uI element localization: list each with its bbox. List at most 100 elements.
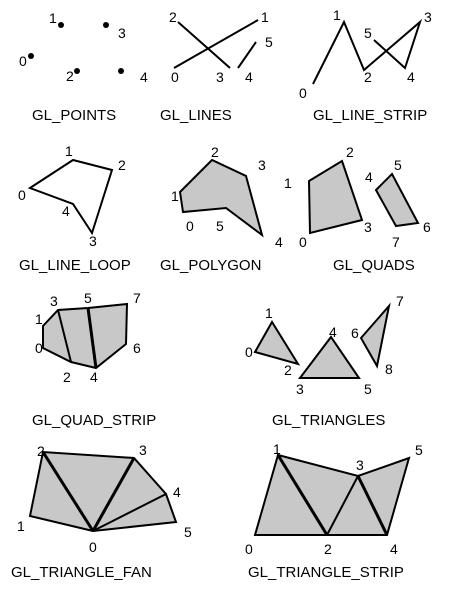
vertex-label: 2 bbox=[66, 68, 74, 84]
vertex-label: 1 bbox=[35, 311, 43, 327]
vertex-label: 3 bbox=[139, 442, 147, 458]
vertex-label: 4 bbox=[62, 203, 70, 219]
vertex-label: 4 bbox=[329, 324, 337, 340]
vertex-label: 0 bbox=[35, 340, 43, 356]
vertex-label: 0 bbox=[171, 69, 179, 85]
vertex-label: 1 bbox=[333, 7, 341, 23]
panel-caption: GL_TRIANGLES bbox=[272, 412, 385, 429]
vertex-label: 6 bbox=[133, 340, 141, 356]
vertex-label: 1 bbox=[17, 518, 25, 534]
vertex-label: 6 bbox=[423, 219, 431, 235]
panel-caption: GL_LINE_STRIP bbox=[313, 107, 427, 124]
vertex-label: 2 bbox=[63, 369, 71, 385]
line-segment-2-3 bbox=[177, 21, 231, 69]
point-vertex-2 bbox=[74, 68, 80, 74]
vertex-label: 5 bbox=[265, 34, 273, 50]
vertex-label: 4 bbox=[173, 484, 181, 500]
vertex-label: 5 bbox=[394, 157, 402, 173]
panel-line-loop: 0 1 2 3 4 GL_LINE_LOOP bbox=[18, 143, 131, 274]
panel-triangle-fan: 0 1 2 3 4 5 GL_TRIANGLE_FAN bbox=[11, 442, 192, 581]
vertex-label: 3 bbox=[364, 219, 372, 235]
vertex-label: 0 bbox=[89, 539, 97, 555]
quad-strip-outline bbox=[42, 302, 129, 370]
vertex-label: 1 bbox=[65, 143, 73, 159]
line-segment-4-5 bbox=[237, 41, 257, 69]
panel-triangle-strip: 0 1 2 3 4 5 GL_TRIANGLE_STRIP bbox=[245, 441, 423, 581]
vertex-label: 2 bbox=[211, 144, 219, 160]
quad-0 bbox=[307, 159, 364, 235]
point-vertex-4 bbox=[118, 68, 124, 74]
vertex-label: 3 bbox=[216, 69, 224, 85]
panel-quad-strip: 0 1 2 3 4 5 6 7 GL_QUAD_STRIP bbox=[32, 290, 156, 429]
quad-1 bbox=[374, 172, 420, 228]
panel-caption: GL_POLYGON bbox=[160, 257, 261, 274]
vertex-label: 5 bbox=[84, 290, 92, 306]
vertex-label: 3 bbox=[118, 25, 126, 41]
vertex-label: 5 bbox=[364, 25, 372, 41]
vertex-label: 5 bbox=[415, 442, 423, 458]
vertex-label: 0 bbox=[245, 541, 253, 557]
vertex-label: 2 bbox=[169, 9, 177, 25]
triangle-strip-outline bbox=[253, 453, 411, 536]
point-vertex-3 bbox=[103, 22, 109, 28]
vertex-label: 3 bbox=[424, 9, 432, 25]
vertex-label: 4 bbox=[90, 369, 98, 385]
vertex-label: 2 bbox=[364, 69, 372, 85]
panel-caption: GL_TRIANGLE_STRIP bbox=[248, 564, 404, 581]
vertex-label: 4 bbox=[365, 169, 373, 185]
vertex-label: 1 bbox=[171, 188, 179, 204]
panel-points: 0 1 2 3 4 GL_POINTS bbox=[19, 10, 148, 124]
line-strip-path bbox=[312, 18, 423, 85]
vertex-label: 3 bbox=[258, 157, 266, 173]
vertex-label: 0 bbox=[245, 344, 253, 360]
vertex-label: 3 bbox=[50, 293, 58, 309]
vertex-label: 1 bbox=[265, 305, 273, 321]
vertex-label: 7 bbox=[133, 290, 141, 306]
vertex-label: 0 bbox=[18, 187, 26, 203]
vertex-label: 3 bbox=[356, 457, 364, 473]
vertex-label: 5 bbox=[216, 218, 224, 234]
panel-caption: GL_POINTS bbox=[32, 107, 116, 124]
panel-caption: GL_TRIANGLE_FAN bbox=[11, 564, 152, 581]
line-segment-0-1 bbox=[173, 19, 259, 69]
vertex-label: 1 bbox=[261, 9, 269, 25]
triangle-0 bbox=[253, 320, 301, 366]
quad-strip-edge-2-3 bbox=[57, 309, 72, 363]
fan-spoke-3 bbox=[91, 457, 136, 532]
polygon-shape bbox=[178, 158, 264, 238]
vertex-label: 4 bbox=[390, 541, 398, 557]
vertex-label: 0 bbox=[186, 218, 194, 234]
panel-caption: GL_LINES bbox=[160, 107, 232, 124]
vertex-label: 7 bbox=[392, 234, 400, 250]
vertex-label: 0 bbox=[19, 53, 27, 69]
panel-lines bbox=[173, 19, 259, 69]
vertex-label: 4 bbox=[407, 69, 415, 85]
vertex-label: 0 bbox=[299, 85, 307, 101]
vertex-label: 3 bbox=[296, 381, 304, 397]
vertex-label: 6 bbox=[351, 325, 359, 341]
vertex-label: 1 bbox=[273, 441, 281, 457]
panel-quads: 0 1 2 3 4 5 6 7 GL_QUADS bbox=[284, 144, 431, 274]
strip-edge-2-3 bbox=[326, 475, 359, 536]
vertex-label: 7 bbox=[396, 293, 404, 309]
vertex-label: 4 bbox=[275, 234, 283, 250]
panel-polygon: 0 1 2 3 4 5 GL_POLYGON bbox=[160, 144, 283, 274]
fan-spoke-4 bbox=[92, 493, 167, 532]
vertex-label: 1 bbox=[284, 175, 292, 191]
line-loop-path bbox=[27, 158, 114, 236]
vertex-label: 2 bbox=[37, 443, 45, 459]
strip-edge-1-2 bbox=[276, 454, 329, 536]
panel-line-strip: 0 1 2 3 4 5 GL_LINE_STRIP bbox=[299, 7, 432, 124]
vertex-label: 2 bbox=[118, 157, 126, 173]
vertex-label: 4 bbox=[140, 69, 148, 85]
panel-triangles: 0 1 2 3 4 5 6 7 8 GL_TRIANGLES bbox=[245, 293, 404, 429]
point-vertex-1 bbox=[58, 22, 64, 28]
panel-caption: GL_QUAD_STRIP bbox=[32, 412, 156, 429]
strip-edge-3-4 bbox=[356, 475, 389, 536]
quad-strip-edge-4-5 bbox=[86, 307, 98, 369]
vertex-label: 5 bbox=[184, 524, 192, 540]
panel-lines-labels: 0 1 2 3 4 5 GL_LINES bbox=[160, 9, 273, 124]
vertex-label: 5 bbox=[364, 381, 372, 397]
